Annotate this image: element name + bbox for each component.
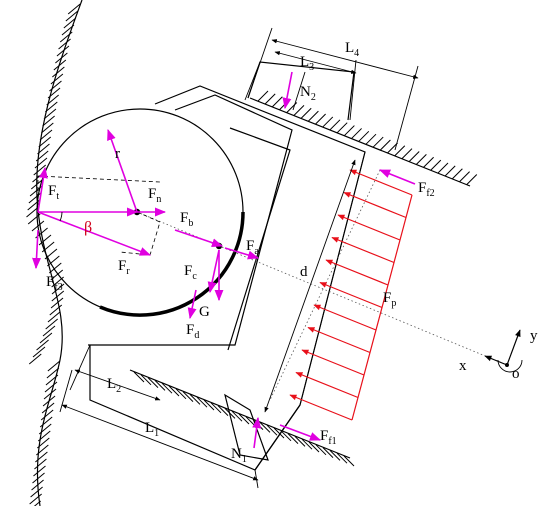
bottom-guide-surface: [129, 369, 355, 467]
beta-arc: [59, 211, 63, 222]
label-beta: β: [84, 219, 92, 236]
pressure-arrow: [313, 304, 377, 331]
top-guide-surface: [249, 90, 478, 187]
label-Fc: Fc: [184, 263, 197, 282]
fc-arrow: [207, 249, 220, 294]
ft-arrow: [37, 166, 48, 213]
fr-arrow: [37, 211, 152, 256]
dimension-lines: [59, 27, 419, 489]
label-N1: N1: [231, 446, 247, 465]
label-N2: N2: [300, 84, 316, 103]
label-Ff3: Ff3: [46, 274, 63, 293]
label-G: G: [199, 304, 210, 320]
pressure-arrow: [343, 191, 407, 219]
coordinate-system: [484, 329, 523, 373]
labels: L4 L3 N2 r Ff2 Ft Fn β Fb Fa Fr d Fc Ff3…: [46, 40, 538, 465]
slider-block: [88, 85, 366, 471]
pressure-arrow: [289, 394, 353, 421]
pressure-arrow: [325, 259, 389, 286]
label-o: o: [512, 366, 520, 382]
label-Ft: Ft: [48, 183, 59, 202]
label-L4: L4: [345, 40, 359, 59]
ff2-arrow: [378, 169, 416, 185]
fd-arrow: [187, 289, 197, 320]
wall-hatching: [26, 3, 81, 506]
pressure-arrow: [337, 214, 401, 241]
left-curved-wall: [26, 0, 83, 506]
label-y: y: [530, 328, 538, 344]
label-Ff1: Ff1: [320, 428, 337, 447]
label-Fd: Fd: [186, 322, 199, 341]
pressure-arrow: [349, 169, 413, 196]
n2-arrow: [282, 71, 293, 110]
label-Fr: Fr: [118, 258, 130, 277]
label-d: d: [300, 264, 308, 280]
label-Fn: Fn: [148, 186, 161, 205]
force-arrows: [32, 71, 416, 449]
label-x: x: [459, 358, 467, 374]
ff3-arrow: [32, 229, 42, 270]
fb-arrow: [174, 229, 224, 247]
center-line: [136, 211, 508, 366]
label-Fp: Fp: [383, 290, 396, 309]
label-L2: L2: [107, 376, 121, 395]
label-L3: L3: [300, 54, 314, 73]
label-Fb: Fb: [180, 210, 193, 229]
ff1-arrow: [279, 424, 322, 441]
pressure-arrow: [319, 281, 383, 309]
radius-r-arrow: [107, 128, 138, 213]
fa-arrow: [224, 247, 260, 260]
label-Fa: Fa: [246, 238, 259, 257]
label-Ff2: Ff2: [418, 180, 435, 199]
label-r: r: [115, 146, 120, 162]
label-L1: L1: [145, 420, 159, 439]
force-decomposition-box: [37, 175, 161, 256]
